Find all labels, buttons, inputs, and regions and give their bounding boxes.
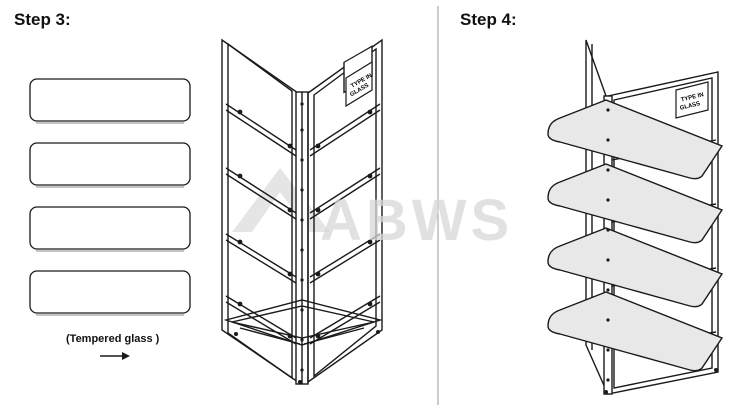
watermark-logo: [232, 168, 330, 232]
step-4-title: Step 4:: [460, 10, 517, 29]
sign-plaque-step4: TYPE IN GLASS: [675, 81, 709, 119]
sign-plaque-step3: TYPE IN GLASS: [345, 60, 373, 108]
glass-panel: [29, 206, 191, 250]
watermark-text: ABWS: [320, 188, 514, 253]
glass-caption: (Tempered glass ): [66, 333, 160, 345]
arrow-icon: [100, 352, 130, 360]
glass-panels: [29, 78, 191, 316]
frame-step3: [221, 38, 383, 385]
glass-panel: [29, 78, 191, 122]
glass-panel: [29, 142, 191, 186]
sign4-text-line2: GLASS: [679, 101, 701, 112]
sign4-text-line1: TYPE IN: [680, 92, 704, 103]
step-3-title: Step 3:: [14, 10, 71, 29]
shelf-2: [547, 163, 724, 244]
shelf-1: [547, 99, 724, 180]
glass-panel: [29, 270, 191, 314]
shelf-4: [547, 291, 724, 372]
bolts-step3: [234, 102, 380, 384]
shelf-3: [547, 227, 724, 308]
shelves-step4: [547, 99, 724, 372]
bolts-step4: [604, 108, 718, 394]
